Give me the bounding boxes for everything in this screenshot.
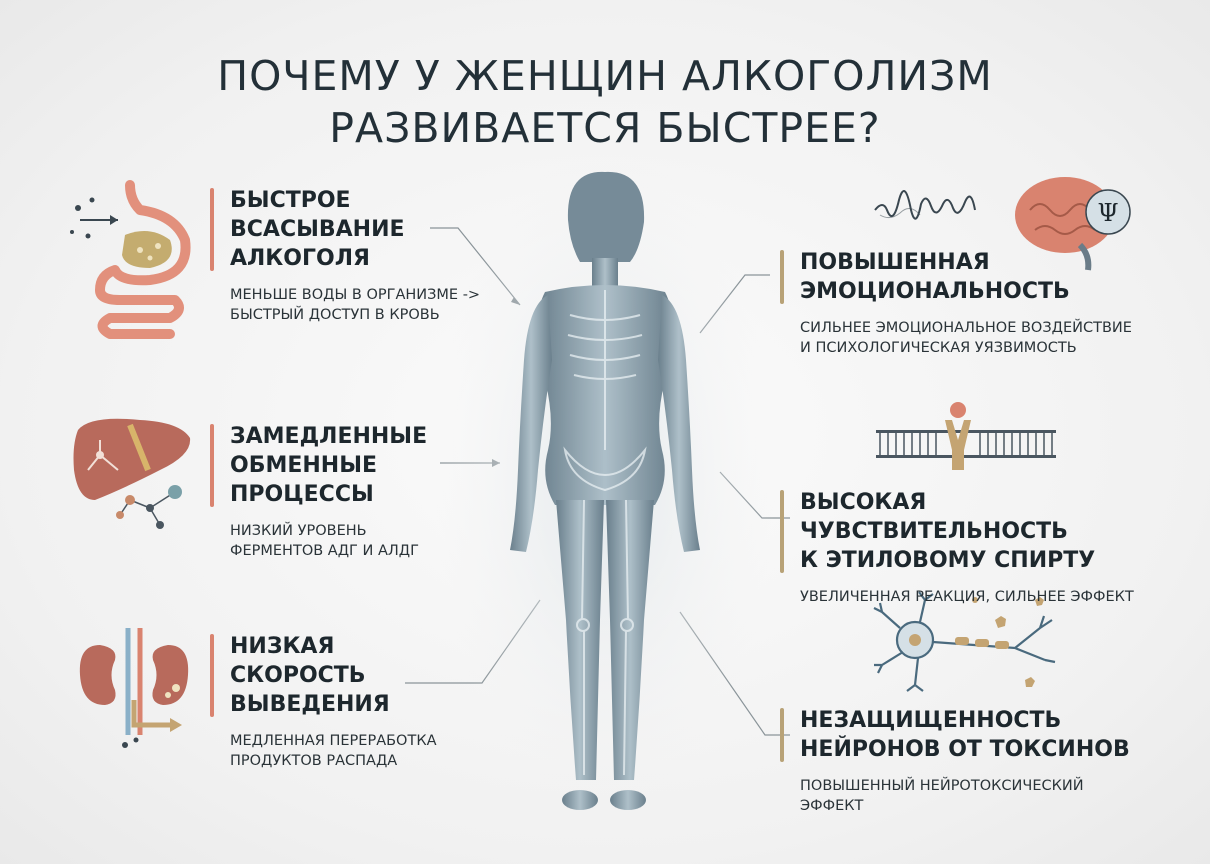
brain-psi-icon: Ψ bbox=[874, 177, 1131, 271]
factor-description: МЕНЬШЕ ВОДЫ В ОРГАНИЗМЕ -> БЫСТРЫЙ ДОСТУ… bbox=[230, 287, 481, 323]
factor-sensitivity: ВЫСОКАЯ ЧУВСТВИТЕЛЬНОСТЬ К ЭТИЛОВОМУ СПИ… bbox=[780, 488, 1200, 607]
accent-bar bbox=[210, 424, 214, 507]
factor-heading: БЫСТРОЕ ВСАСЫВАНИЕ АЛКОГОЛЯ bbox=[230, 188, 405, 271]
factor-description: НИЗКИЙ УРОВЕНЬ ФЕРМЕНТОВ АДГ И АЛДГ bbox=[230, 523, 419, 559]
factor-heading: НЕЗАЩИЩЕННОСТЬ НЕЙРОНОВ ОТ ТОКСИНОВ bbox=[800, 708, 1130, 762]
factor-absorption: БЫСТРОЕ ВСАСЫВАНИЕ АЛКОГОЛЯ МЕНЬШЕ ВОДЫ … bbox=[210, 186, 520, 325]
factor-heading: НИЗКАЯ СКОРОСТЬ ВЫВЕДЕНИЯ bbox=[230, 634, 390, 717]
liver-icon bbox=[73, 418, 191, 529]
factor-heading: ПОВЫШЕННАЯ ЭМОЦИОНАЛЬНОСТЬ bbox=[800, 250, 1070, 304]
factor-heading: ЗАМЕДЛЕННЫЕ ОБМЕННЫЕ ПРОЦЕССЫ bbox=[230, 424, 428, 507]
toxin-particles bbox=[972, 597, 1044, 687]
page-title: ПОЧЕМУ У ЖЕНЩИН АЛКОГОЛИЗМ РАЗВИВАЕТСЯ Б… bbox=[0, 50, 1210, 154]
female-body-xray-icon bbox=[435, 150, 775, 810]
factor-description: МЕДЛЕННАЯ ПЕРЕРАБОТКА ПРОДУКТОВ РАСПАДА bbox=[230, 733, 437, 769]
svg-text:Ψ: Ψ bbox=[1097, 199, 1118, 227]
title-line-1: ПОЧЕМУ У ЖЕНЩИН АЛКОГОЛИЗМ bbox=[217, 52, 993, 100]
accent-bar bbox=[780, 490, 784, 573]
accent-bar bbox=[210, 188, 214, 271]
factor-description: ПОВЫШЕННЫЙ НЕЙРОТОКСИЧЕСКИЙ ЭФФЕКТ bbox=[800, 778, 1084, 814]
factor-elimination: НИЗКАЯ СКОРОСТЬ ВЫВЕДЕНИЯ МЕДЛЕННАЯ ПЕРЕ… bbox=[210, 632, 510, 771]
factor-description: УВЕЛИЧЕННАЯ РЕАКЦИЯ, СИЛЬНЕЕ ЭФФЕКТ bbox=[800, 589, 1134, 605]
stomach-icon bbox=[70, 180, 191, 339]
cell-membrane-receptor-icon bbox=[876, 402, 1056, 470]
factor-neurons: НЕЗАЩИЩЕННОСТЬ НЕЙРОНОВ ОТ ТОКСИНОВ ПОВЫ… bbox=[780, 706, 1200, 816]
factor-metabolism: ЗАМЕДЛЕННЫЕ ОБМЕННЫЕ ПРОЦЕССЫ НИЗКИЙ УРО… bbox=[210, 422, 510, 561]
accent-bar bbox=[210, 634, 214, 717]
title-line-2: РАЗВИВАЕТСЯ БЫСТРЕЕ? bbox=[329, 104, 881, 152]
accent-bar bbox=[780, 250, 784, 304]
factor-emotionality: ПОВЫШЕННАЯ ЭМОЦИОНАЛЬНОСТЬ СИЛЬНЕЕ ЭМОЦИ… bbox=[780, 248, 1200, 358]
accent-bar bbox=[780, 708, 784, 762]
neuron-icon bbox=[873, 591, 1056, 692]
factor-description: СИЛЬНЕЕ ЭМОЦИОНАЛЬНОЕ ВОЗДЕЙСТВИЕ И ПСИХ… bbox=[800, 320, 1132, 356]
factor-heading: ВЫСОКАЯ ЧУВСТВИТЕЛЬНОСТЬ К ЭТИЛОВОМУ СПИ… bbox=[800, 490, 1096, 573]
kidney-icon bbox=[79, 628, 189, 748]
